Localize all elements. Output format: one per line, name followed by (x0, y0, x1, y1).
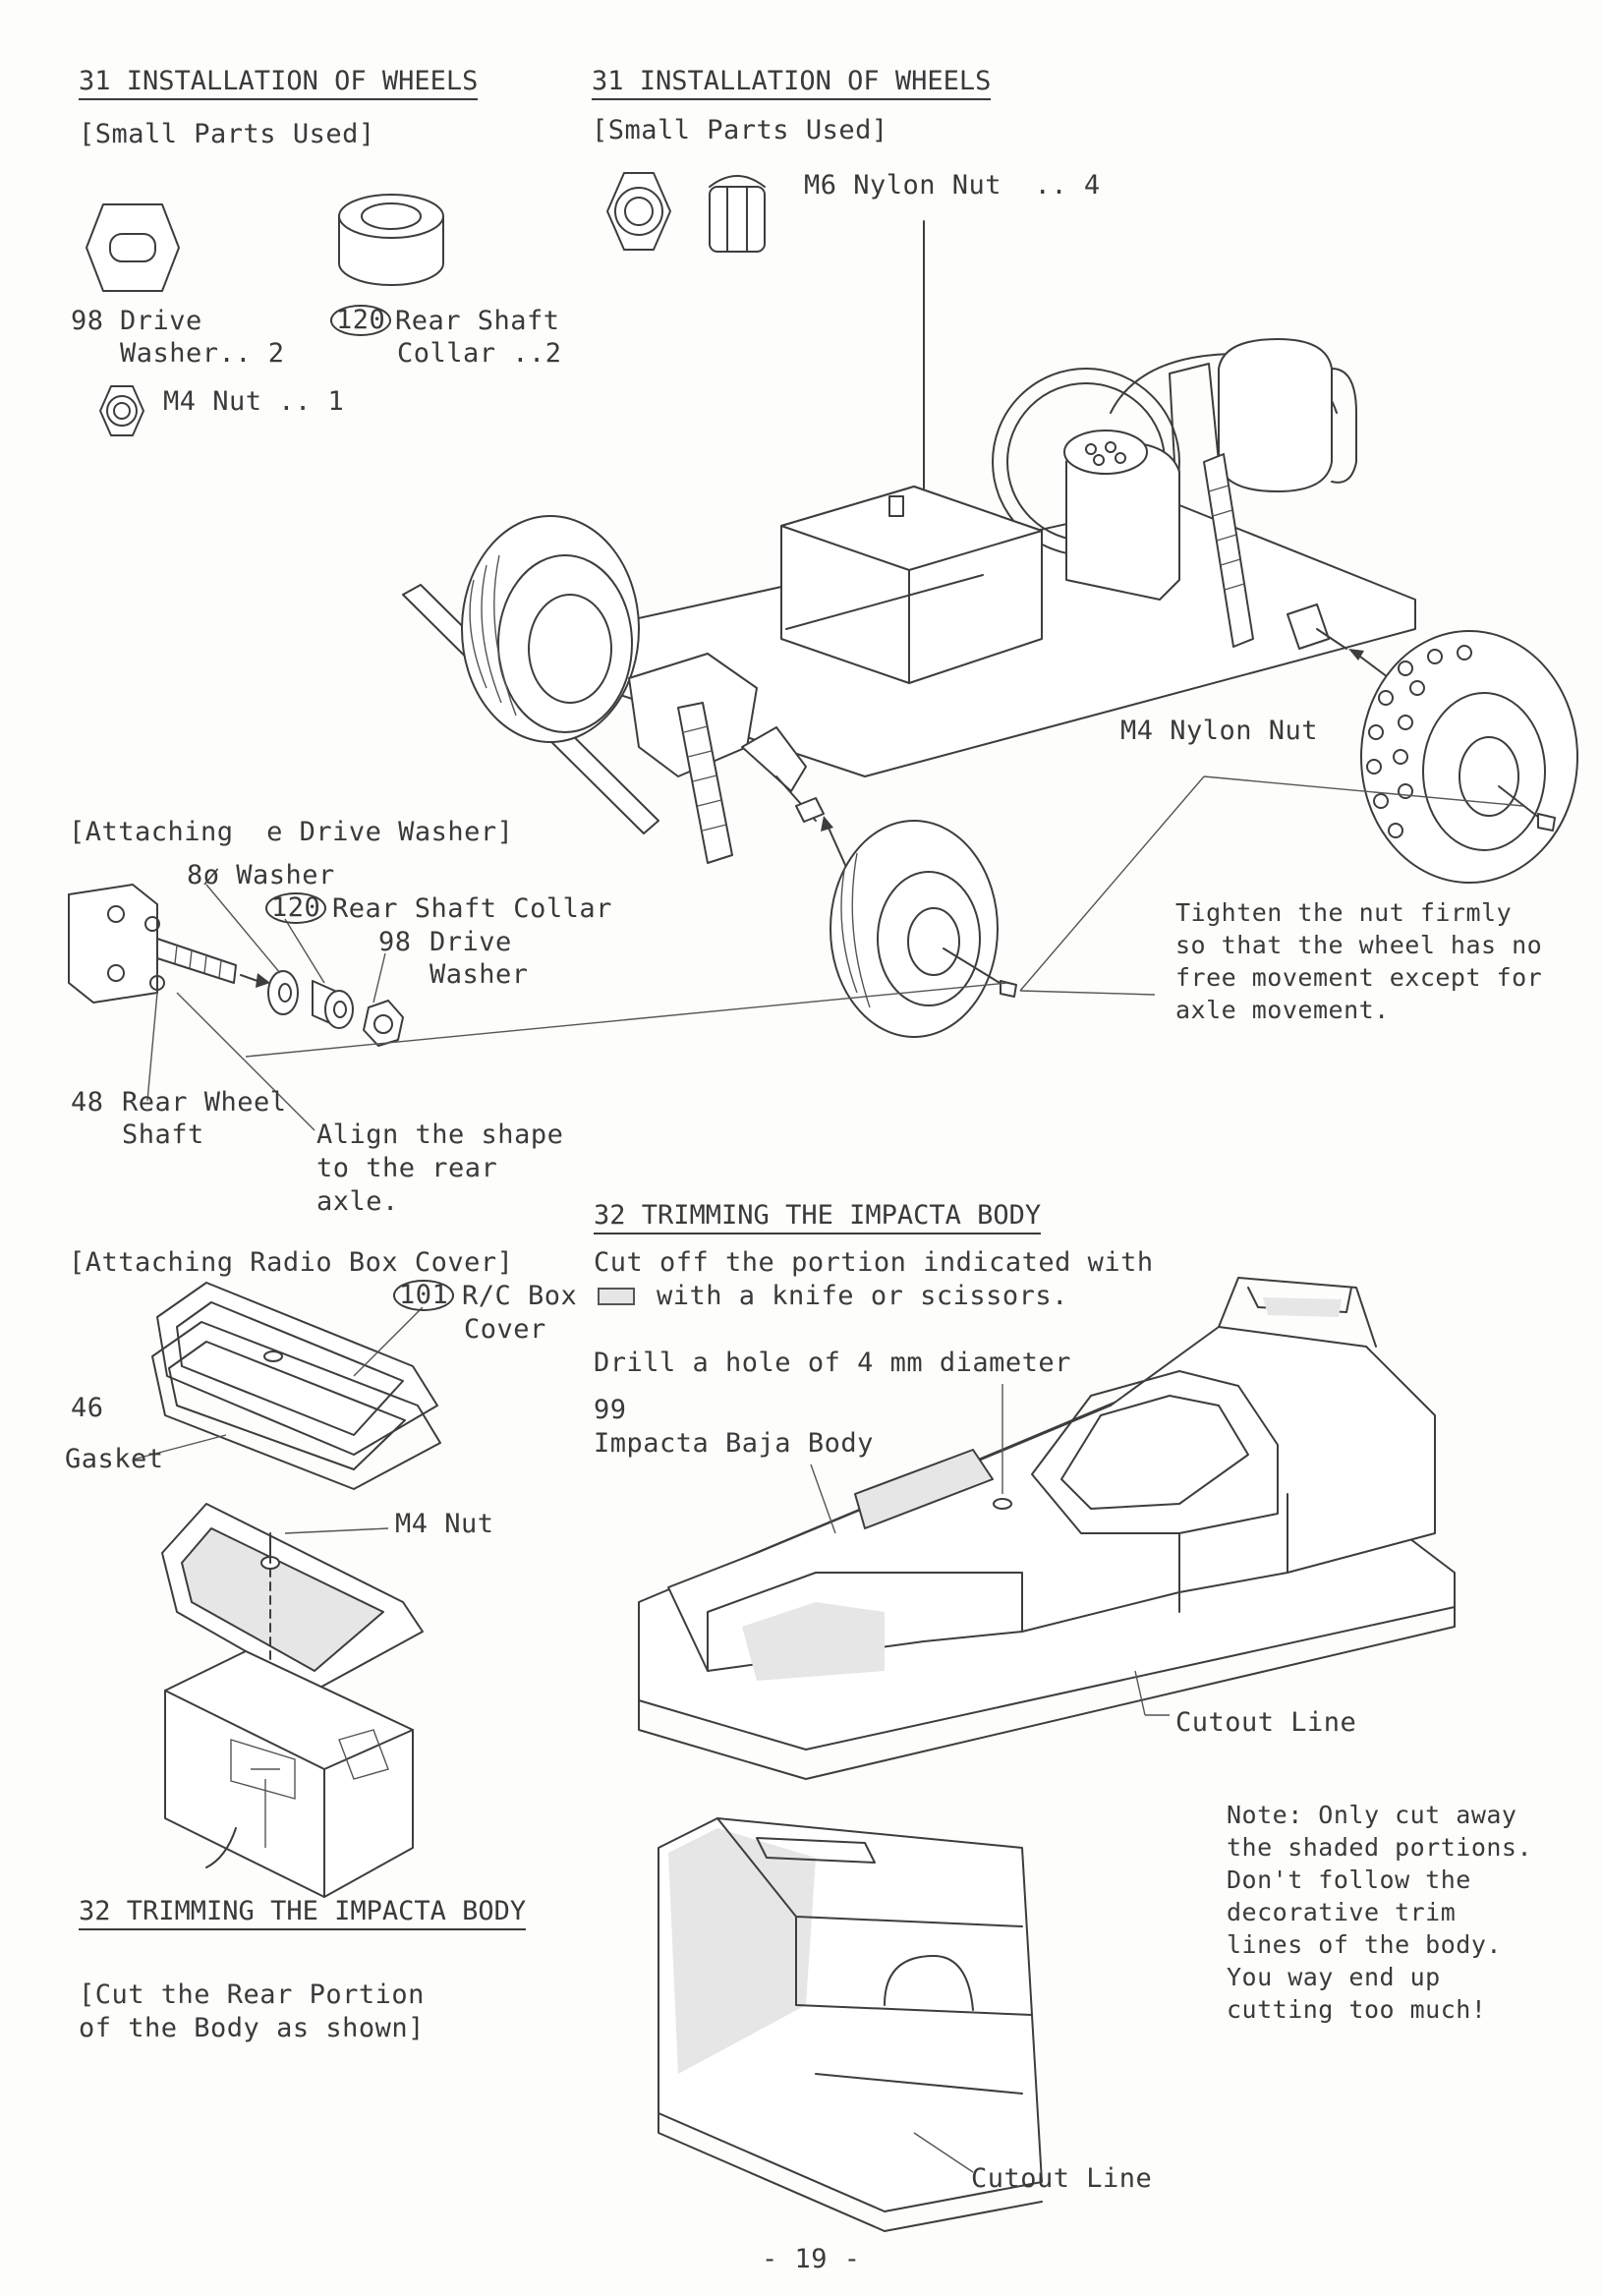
impacta-body-rear-drawing (658, 1817, 1043, 2232)
cover-label-1: R/C Box (462, 1281, 578, 1311)
buggy-chassis-drawing (402, 338, 1578, 1038)
cut-off-instruction-1: Cut off the portion indicated with (594, 1247, 1154, 1278)
gasket-number: 46 (71, 1393, 104, 1423)
align-note-1: Align the shape (316, 1119, 564, 1150)
part-120-quantity: Collar ..2 (397, 338, 562, 369)
align-note-3: axle. (316, 1186, 399, 1217)
tighten-note-4: axle movement. (1175, 996, 1390, 1024)
part-98-quantity: Washer.. 2 (120, 338, 285, 369)
drive-washer-drawing (86, 203, 180, 292)
m6-nylon-nut-drawing (606, 172, 766, 253)
collar-label: Rear Shaft Collar (332, 893, 612, 924)
cutout-line-label-2: Cutout Line (971, 2163, 1153, 2194)
shaft-number: 48 (71, 1087, 104, 1118)
shaft-label-2: Shaft (122, 1119, 204, 1150)
attaching-radio-box-heading: [Attaching Radio Box Cover] (69, 1247, 514, 1278)
body-label: Impacta Baja Body (594, 1428, 874, 1459)
cover-number: 101 (393, 1280, 455, 1311)
section-31-heading-right: 31 INSTALLATION OF WHEELS (592, 67, 992, 100)
washer-8-label: 8ø Washer (187, 860, 335, 890)
m4-nut-label: M4 Nut (395, 1509, 494, 1539)
m4-nut-drawing (99, 385, 144, 436)
cover-label-2: Cover (464, 1314, 546, 1345)
cutout-line-label-1: Cutout Line (1175, 1707, 1357, 1738)
impacta-body-drawing (638, 1277, 1456, 1780)
drill-hole-instruction: Drill a hole of 4 mm diameter (594, 1348, 1071, 1378)
body-number: 99 (594, 1395, 627, 1425)
rear-shaft-collar-drawing (338, 194, 444, 286)
page-number: - 19 - (762, 2244, 861, 2274)
note-line-4: decorative trim (1227, 1898, 1457, 1926)
part-120-name: Rear Shaft (395, 306, 560, 336)
part-98-name: Drive (120, 306, 202, 336)
drive-washer-detail-drawing (68, 884, 1008, 1131)
attaching-drive-washer-heading: [Attaching e Drive Washer] (69, 817, 514, 847)
gasket-label: Gasket (65, 1444, 164, 1474)
drive-washer-label-2: Washer (429, 959, 529, 990)
part-120-number: 120 (330, 305, 392, 336)
note-line-6: You way end up (1227, 1963, 1441, 1991)
radio-box-cover-drawing (132, 1282, 441, 1898)
note-line-7: cutting too much! (1227, 1995, 1487, 2024)
drive-washer-number: 98 (378, 927, 412, 957)
small-parts-heading-right: [Small Parts Used] (592, 115, 888, 145)
m4-nut-quantity: M4 Nut .. 1 (163, 386, 345, 417)
collar-number: 120 (265, 892, 327, 924)
section-31-heading-left: 31 INSTALLATION OF WHEELS (79, 67, 479, 100)
tighten-note-2: so that the wheel has no (1175, 931, 1543, 959)
shaded-area-swatch (598, 1288, 635, 1305)
m4-nylon-nut-label: M4 Nylon Nut (1120, 716, 1319, 746)
cut-rear-portion-2: of the Body as shown] (79, 2013, 425, 2043)
section-32-heading-left: 32 TRIMMING THE IMPACTA BODY (79, 1897, 527, 1930)
note-line-2: the shaded portions. (1227, 1833, 1533, 1862)
m6-nylon-nut-quantity: M6 Nylon Nut .. 4 (804, 170, 1101, 201)
note-line-1: Note: Only cut away (1227, 1801, 1517, 1829)
align-note-2: to the rear (316, 1153, 498, 1183)
note-line-3: Don't follow the (1227, 1866, 1471, 1894)
note-line-5: lines of the body. (1227, 1930, 1502, 1959)
shaft-label-1: Rear Wheel (122, 1087, 287, 1118)
part-98-number: 98 (71, 306, 104, 336)
cut-rear-portion-1: [Cut the Rear Portion (79, 1980, 425, 2010)
tighten-note-3: free movement except for (1175, 963, 1543, 992)
drive-washer-label-1: Drive (429, 927, 512, 957)
tighten-note-1: Tighten the nut firmly (1175, 898, 1513, 927)
small-parts-heading-left: [Small Parts Used] (79, 119, 375, 149)
cut-off-instruction-2: with a knife or scissors. (657, 1281, 1068, 1311)
section-32-heading-right: 32 TRIMMING THE IMPACTA BODY (594, 1201, 1042, 1234)
